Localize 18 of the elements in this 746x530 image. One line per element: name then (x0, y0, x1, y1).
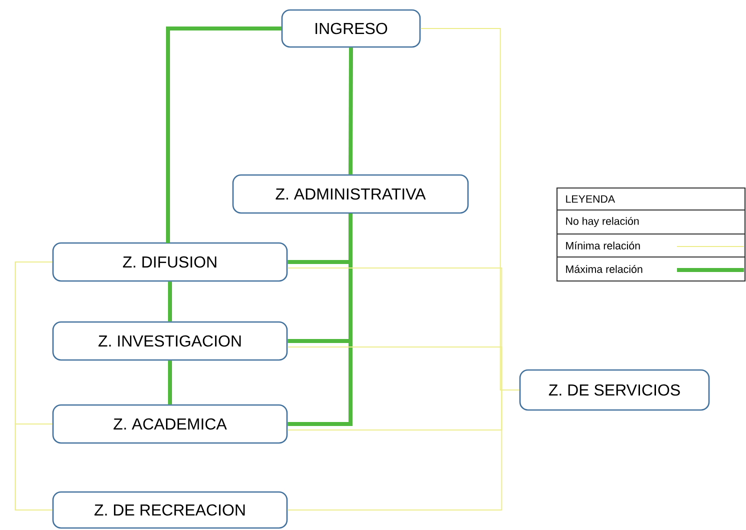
connector (166, 26, 282, 243)
connector (14, 424, 53, 510)
zone-box: Z. DE SERVICIOS (519, 369, 710, 411)
connector (348, 48, 353, 174)
connector (288, 214, 352, 426)
legend-entry: Mínima relación (566, 242, 640, 250)
legend-entry: Máxima relación (566, 265, 642, 273)
zone-box: Z. DIFUSION (52, 242, 288, 282)
zone-box: Z. DE RECREACION (52, 491, 288, 529)
connector (168, 282, 172, 322)
legend-title: LEYENDA (566, 195, 616, 203)
zone-box: INGRESO (281, 9, 421, 48)
legend-entry: No hay relación (566, 216, 639, 228)
connector (287, 390, 520, 510)
zone-box: Z. ADMINISTRATIVA (232, 174, 469, 214)
zone-box: Z. INVESTIGACION (52, 321, 288, 361)
zone-box: Z. ACADEMICA (52, 404, 288, 444)
connector (168, 360, 172, 404)
